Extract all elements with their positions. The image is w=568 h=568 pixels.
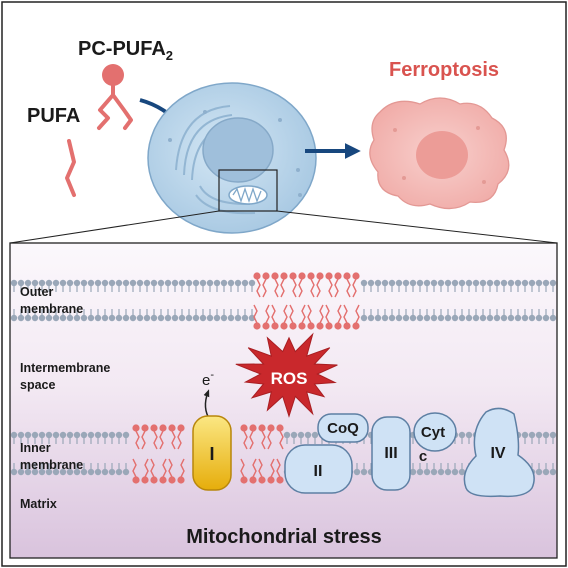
outer-membrane-label-line1: Outer bbox=[20, 285, 53, 299]
pufa-molecule-icon bbox=[65, 139, 76, 197]
mitochondrial-stress-caption: Mitochondrial stress bbox=[186, 526, 382, 548]
inner-membrane-label-line1: Inner bbox=[20, 441, 51, 455]
inner-membrane-label-line2: membrane bbox=[20, 458, 83, 472]
matrix-label: Matrix bbox=[20, 497, 57, 511]
ferroptosis-label: Ferroptosis bbox=[389, 59, 499, 81]
ros-label: ROS bbox=[271, 369, 308, 388]
pc-pufa-label: PC-PUFA2 bbox=[78, 38, 173, 63]
bottom-panel: Outer membrane Intermembrane space Inner… bbox=[9, 242, 558, 559]
cell-icon bbox=[147, 82, 317, 234]
zoom-line-right bbox=[276, 210, 558, 244]
ferroptotic-cell-icon bbox=[369, 97, 510, 210]
intermembrane-label-line2: space bbox=[20, 378, 55, 392]
coq-label: CoQ bbox=[327, 420, 359, 437]
complex-3-label: III bbox=[384, 445, 397, 462]
electron-label: e- bbox=[202, 369, 214, 389]
complex-4: IV bbox=[463, 407, 535, 498]
cytochrome-c: Cyt c bbox=[413, 412, 457, 465]
ros-burst: ROS bbox=[235, 332, 338, 418]
cyt-label-line2: c bbox=[419, 448, 427, 465]
outer-membrane bbox=[10, 272, 557, 330]
intermembrane-label-line1: Intermembrane bbox=[20, 361, 110, 375]
top-panel: PC-PUFA2 PUFA bbox=[9, 38, 558, 244]
cyt-label-line1: Cyt bbox=[421, 424, 445, 441]
zoom-line-left bbox=[9, 210, 220, 244]
pc-pufa-molecule-icon bbox=[97, 64, 133, 130]
outer-membrane-label-line2: membrane bbox=[20, 302, 83, 316]
complex-2-label: II bbox=[314, 463, 323, 480]
complex-2: II bbox=[284, 444, 353, 494]
complex-1: I bbox=[192, 415, 232, 491]
complex-1-label: I bbox=[209, 444, 214, 464]
complex-3: III bbox=[371, 416, 411, 491]
pufa-label: PUFA bbox=[27, 105, 80, 127]
complex-4-label: IV bbox=[490, 445, 505, 462]
zoom-box bbox=[218, 169, 278, 212]
coq: CoQ bbox=[317, 413, 369, 443]
